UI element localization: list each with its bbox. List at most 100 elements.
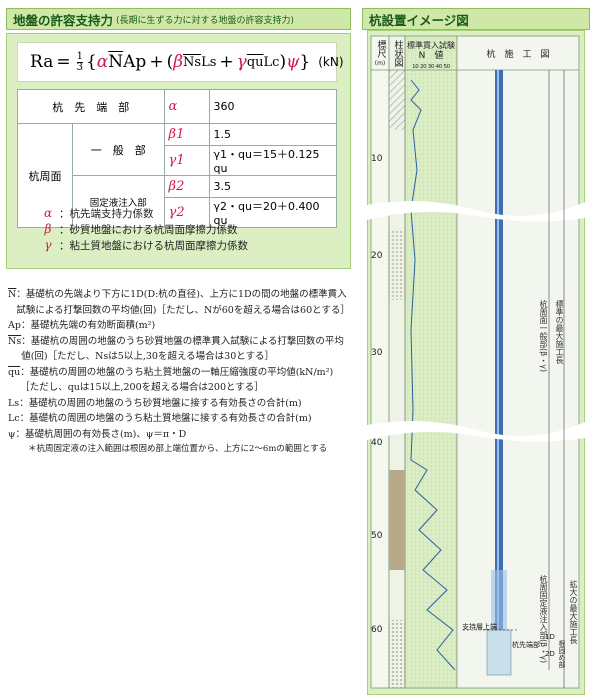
legend-text: ：粘土質地盤における杭周面摩擦力係数: [59, 240, 248, 252]
def-key: Ns: [8, 335, 22, 347]
formula-gamma: γ: [236, 52, 247, 72]
gamma1-symbol: γ1: [163, 145, 210, 176]
pile-surface-label: 杭周面: [17, 123, 73, 228]
left-panel-title: 地盤の許容支持力: [13, 12, 114, 28]
depth-label-60: 60: [371, 625, 383, 635]
alpha-value: 360: [208, 89, 338, 124]
beta2-value: 3.5: [208, 175, 338, 198]
depth-header-unit: (m): [374, 60, 386, 67]
list-item: Ap：基礎杭先端の有効断面積(m²): [8, 318, 348, 334]
variable-definitions: N：基礎杭の先端より下方に1D(D:杭の直径)、上方に1Dの間の地盤の標準貫入試…: [8, 287, 350, 458]
formula-eq: =: [56, 52, 71, 72]
formula-beta: β: [173, 52, 184, 72]
left-panel-header: 地盤の許容支持力 (長期に生ずる力に対する地盤の許容支持力): [6, 8, 351, 30]
list-item: qu：基礎杭の周囲の地盤のうち粘土質地盤の一軸圧縮強度の平均値(kN/m²)［た…: [8, 365, 348, 396]
list-item: Lc：基礎杭の周囲の地盤のうち粘土質地盤に接する有効長さの合計(m): [8, 411, 348, 427]
list-item: β ：砂質地盤における杭周面摩擦力係数: [37, 222, 327, 238]
section-break-2: [367, 421, 585, 442]
def-text: ：基礎杭先端の有効断面積(m²): [20, 320, 156, 331]
formula-ns-bar: Ns: [183, 54, 202, 70]
right-panel-title: 杭設置イメージ図: [369, 12, 469, 28]
formula-ls: Ls: [201, 54, 217, 70]
footnote: ＊杭周固定液の注入範囲は根固め部上端位置から、上方に2〜6mの範囲とする: [28, 444, 328, 454]
legend-text: ：杭先端支持力係数: [59, 208, 154, 220]
sand-layer: [389, 230, 405, 300]
depth-label-30: 30: [371, 348, 383, 358]
spt-column: [404, 35, 458, 689]
alpha-symbol: α: [163, 89, 210, 124]
list-item: γ ：粘土質地盤における杭周面摩擦力係数: [37, 238, 327, 254]
def-key: Ap: [8, 320, 21, 331]
def-key: Ls: [8, 397, 20, 409]
def-text: ：基礎杭の周囲の地盤のうち砂質地盤の標準貫入試験による打撃回数の平均値(回)［た…: [21, 335, 344, 363]
gravel-layer: [389, 470, 405, 570]
formula-paren-close: ): [279, 52, 287, 72]
pile-installation-diagram: [367, 35, 585, 689]
legend-symbol: γ: [44, 238, 52, 252]
list-item: α：杭先端支持力係数: [37, 206, 327, 222]
depth-column: [370, 35, 390, 689]
formula-plus-1: +: [149, 52, 164, 72]
beta1-symbol: β1: [163, 123, 210, 146]
pile-drawing-header: 杭 施 工 図: [457, 50, 579, 61]
def-key: Lc: [8, 413, 20, 424]
depth-header-label: 標尺: [375, 40, 386, 58]
root-consolidation-zone: [486, 629, 512, 676]
formula-unit: (kN): [318, 55, 344, 69]
topsoil-layer: [389, 70, 405, 130]
formula-paren-open: (: [166, 52, 174, 72]
list-item: ψ：基礎杭周囲の有効長さ(m)、ψ＝π・D: [8, 427, 348, 443]
def-key: qu: [8, 366, 21, 378]
general-section-label: 一 般 部: [72, 123, 165, 176]
list-item: N：基礎杭の先端より下方に1D(D:杭の直径)、上方に1Dの間の地盤の標準貫入試…: [8, 287, 350, 318]
gamma1-value: γ1・qu＝15＋0.125 qu: [208, 145, 338, 176]
dim-1d-label: 1D: [545, 633, 555, 641]
gamma2-value: γ2・qu＝20＋0.400 qu: [208, 197, 338, 228]
formula-ap: Ap: [123, 52, 147, 72]
table-row: 杭 先 端 部 α 360: [17, 89, 338, 124]
formula-lc: Lc: [263, 54, 280, 70]
coefficient-legend: α：杭先端支持力係数 β ：砂質地盤における杭周面摩擦力係数 γ ：粘土質地盤におけ…: [37, 206, 327, 254]
general-section-dim-label: 杭周面一般部(β・γ): [539, 300, 548, 373]
list-item: Ls：基礎杭の周囲の地盤のうち砂質地盤に接する有効長さの合計(m): [8, 396, 348, 412]
depth-label-10: 10: [371, 154, 383, 164]
def-text: ：基礎杭周囲の有効長さ(m)、ψ＝π・D: [15, 428, 187, 440]
formula-psi: ψ: [286, 52, 300, 72]
formula-brace-open: {: [85, 52, 97, 72]
capacity-formula: Ra = 1 3 { α N Ap + ( β Ns Ls + γ qu Lc …: [17, 42, 344, 82]
fraction-numerator: 1: [76, 50, 83, 63]
spt-header: 標準貫入試験 N 値 10 20 30 40 50: [405, 40, 457, 73]
boring-log-header: 柱状図: [389, 40, 405, 67]
bearing-layer-top-label: 支持層上端: [462, 623, 497, 631]
pile-drawing-title: 杭 施 工 図: [486, 50, 550, 60]
bearing-layer: [389, 620, 405, 688]
extended-max-length-label: 拡大の最大施工長: [569, 580, 578, 644]
left-panel-header-note: (長期に生ずる力に対する地盤の許容支持力): [116, 15, 295, 26]
formula-qu-bar: qu: [246, 54, 264, 70]
formula-brace-close: }: [299, 52, 311, 72]
pile-highlight: [497, 70, 499, 670]
boring-log-label: 柱状図: [392, 40, 403, 67]
formula-n-bar: N: [108, 52, 124, 72]
standard-max-length-label: 標準の最大施工長: [555, 300, 564, 364]
beta1-value: 1.5: [208, 123, 338, 146]
fixative-section-label: 固定液注入部: [72, 175, 165, 228]
def-key: N: [8, 289, 17, 300]
def-text: ：基礎杭の先端より下方に1D(D:杭の直径)、上方に1Dの間の地盤の標準貫入試験…: [16, 289, 350, 316]
depth-label-40: 40: [371, 438, 383, 448]
formula-lhs: Ra: [30, 52, 54, 72]
root-consolidation-label: 根固め部: [558, 640, 566, 668]
formula-plus-2: +: [219, 52, 234, 72]
right-panel-header: 杭設置イメージ図: [362, 8, 590, 30]
fixative-section-dim-label: 杭周固定液注入部(β・γ): [539, 575, 548, 664]
coefficient-table: 杭 先 端 部 α 360 杭周面 一 般 部 β1 1.5 γ1 γ1・qu＝…: [17, 89, 338, 228]
legend-text: ：砂質地盤における杭周面摩擦力係数: [59, 224, 238, 236]
table-row: 固定液注入部 β2 3.5: [18, 175, 338, 228]
formula-alpha: α: [96, 52, 109, 72]
spt-ticks: 10 20 30 40 50: [412, 64, 450, 70]
spt-title: 標準貫入試験: [407, 41, 455, 50]
def-key: ψ: [8, 428, 16, 440]
legend-symbol: β: [44, 222, 52, 236]
def-text: ：基礎杭の周囲の地盤のうち粘土質地盤に接する有効長さの合計(m): [19, 413, 312, 424]
n-value-curve: [410, 79, 456, 671]
